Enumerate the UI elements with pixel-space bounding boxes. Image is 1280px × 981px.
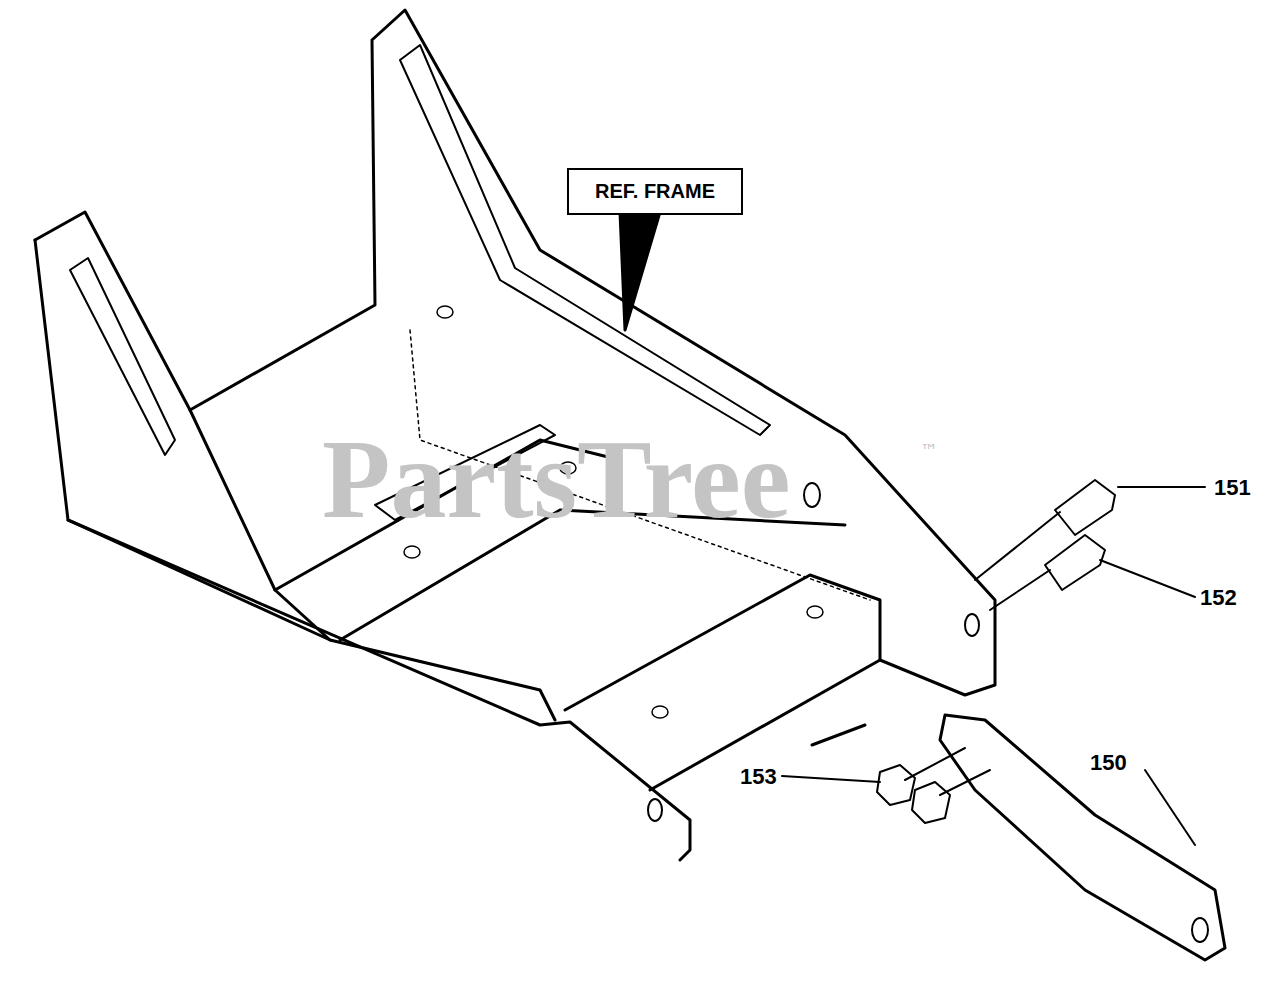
bolt [1055, 480, 1115, 535]
watermark: PartsTree [322, 415, 791, 544]
nut [877, 765, 915, 805]
reference-box: REF. FRAME [567, 168, 743, 215]
frame-outline [35, 10, 995, 695]
nut-shaft [905, 748, 990, 795]
callout-number: 151 [1214, 475, 1251, 501]
frame-outline [68, 520, 555, 720]
lever [940, 715, 1225, 960]
frame-outline [565, 575, 880, 790]
frame-outline [35, 240, 690, 860]
bolt [1045, 535, 1105, 590]
leader-line [782, 487, 1205, 845]
callout-number: 152 [1200, 585, 1237, 611]
watermark: ™ [920, 440, 938, 461]
bolt [975, 512, 1060, 610]
box-label: REF. FRAME [595, 180, 715, 203]
callout-number: 153 [740, 764, 777, 790]
frame-slot [400, 45, 770, 435]
nut [912, 782, 950, 823]
frame-slot [70, 258, 175, 455]
pointer [620, 212, 660, 330]
callout-number: 150 [1090, 750, 1127, 776]
frame-outline [190, 410, 330, 640]
